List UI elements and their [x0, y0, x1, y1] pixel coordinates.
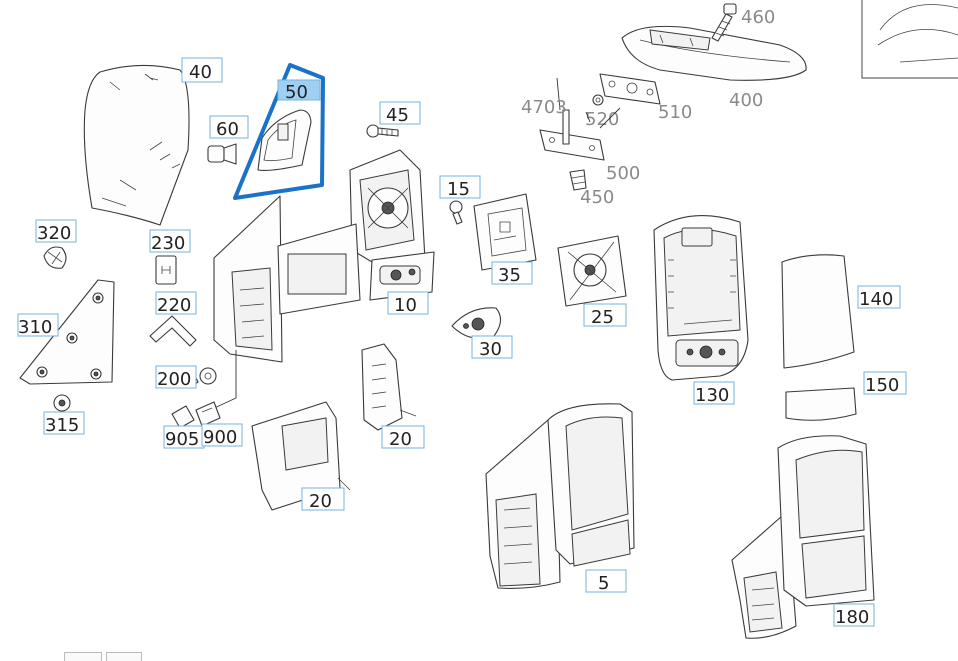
callout-60[interactable]: 60	[209, 115, 249, 140]
part-30-switch[interactable]	[451, 307, 502, 339]
svg-text:20: 20	[389, 429, 412, 450]
svg-text:40: 40	[189, 62, 212, 83]
callout-460[interactable]: 460	[741, 7, 775, 28]
svg-text:35: 35	[498, 265, 521, 286]
svg-text:450: 450	[580, 187, 614, 208]
callout-400[interactable]: 400	[729, 90, 763, 111]
part-180-assembly[interactable]	[731, 435, 875, 639]
part-510-gasket[interactable]	[599, 73, 661, 105]
part-230-connector[interactable]	[155, 255, 177, 285]
callout-315[interactable]: 315	[43, 411, 85, 436]
svg-text:180: 180	[835, 607, 869, 628]
part-315-nut[interactable]	[53, 394, 71, 412]
part-520-nut[interactable]	[592, 94, 604, 106]
callout-25[interactable]: 25	[583, 303, 627, 328]
part-5-complete-mirror[interactable]	[485, 403, 635, 589]
part-35-plate[interactable]	[473, 193, 537, 271]
part-400-mirror-base[interactable]	[621, 25, 807, 81]
svg-text:30: 30	[479, 339, 502, 360]
part-500-bracket[interactable]	[539, 77, 605, 161]
callout-320[interactable]: 320	[35, 219, 77, 244]
callout-200[interactable]: 200	[155, 365, 197, 390]
svg-text:200: 200	[157, 369, 191, 390]
callout-45[interactable]: 45	[379, 101, 421, 126]
part-140-main-glass[interactable]	[781, 254, 855, 369]
vehicle-thumbnail[interactable]	[861, 0, 958, 79]
callout-180[interactable]: 180	[833, 603, 875, 628]
part-220-seal[interactable]	[149, 315, 197, 347]
callout-140[interactable]: 140	[857, 285, 901, 310]
part-320-clip[interactable]	[43, 246, 67, 269]
callout-20-bracket[interactable]: 20	[381, 425, 425, 450]
svg-text:10: 10	[394, 295, 417, 316]
part-460-screw[interactable]	[711, 3, 737, 42]
callout-4703[interactable]: 4703	[521, 97, 567, 118]
part-10-adjust-motor[interactable]	[349, 149, 435, 301]
callout-510[interactable]: 510	[658, 102, 692, 123]
svg-text:510: 510	[658, 102, 692, 123]
callout-50-selected[interactable]: 50	[277, 79, 321, 103]
footer-tab-1[interactable]	[64, 652, 102, 661]
svg-text:320: 320	[37, 223, 71, 244]
callout-20-panel[interactable]: 20	[301, 487, 345, 512]
callout-40[interactable]: 40	[181, 57, 223, 83]
callout-900[interactable]: 900	[201, 423, 243, 448]
callout-35[interactable]: 35	[491, 261, 533, 286]
svg-text:230: 230	[151, 233, 185, 254]
svg-text:45: 45	[386, 105, 409, 126]
part-130-housing-front[interactable]	[653, 215, 749, 381]
svg-text:60: 60	[216, 119, 239, 140]
svg-text:460: 460	[741, 7, 775, 28]
svg-text:4703: 4703	[521, 97, 567, 118]
part-40-housing-cover[interactable]	[83, 64, 190, 226]
svg-text:130: 130	[695, 385, 729, 406]
svg-text:15: 15	[447, 179, 470, 200]
svg-text:905: 905	[165, 429, 199, 450]
part-150-spot-glass[interactable]	[785, 387, 857, 421]
callout-905[interactable]: 905	[163, 425, 205, 450]
part-60-bulb[interactable]	[207, 143, 237, 165]
svg-text:220: 220	[157, 295, 191, 316]
footer-tab-2[interactable]	[106, 652, 142, 661]
svg-text:900: 900	[203, 427, 237, 448]
callout-230[interactable]: 230	[149, 229, 191, 254]
svg-text:50: 50	[285, 82, 308, 103]
svg-text:500: 500	[606, 163, 640, 184]
svg-text:520: 520	[585, 109, 619, 130]
callout-5[interactable]: 5	[585, 569, 627, 594]
svg-text:25: 25	[591, 307, 614, 328]
part-905-plug[interactable]	[171, 405, 195, 429]
svg-text:315: 315	[45, 415, 79, 436]
callout-500[interactable]: 500	[606, 163, 640, 184]
svg-text:20: 20	[309, 491, 332, 512]
callout-450[interactable]: 450	[580, 187, 614, 208]
callout-30[interactable]: 30	[471, 335, 513, 360]
part-900-connector[interactable]	[195, 401, 221, 427]
part-50-mirror-glass[interactable]	[257, 109, 312, 171]
part-20-housing-upper[interactable]	[209, 195, 361, 411]
part-20-bracket[interactable]	[361, 343, 417, 431]
callout-220[interactable]: 220	[155, 291, 197, 316]
part-15-screw[interactable]	[449, 200, 463, 225]
svg-text:140: 140	[859, 289, 893, 310]
part-25-actuator[interactable]	[557, 235, 627, 307]
part-310-triangle-cover[interactable]	[19, 279, 115, 385]
callout-150[interactable]: 150	[863, 371, 907, 396]
callout-130[interactable]: 130	[693, 381, 735, 406]
svg-text:150: 150	[865, 375, 899, 396]
selected-part-outline	[233, 63, 325, 200]
callout-10[interactable]: 10	[387, 291, 429, 316]
part-450-screw[interactable]	[569, 169, 587, 191]
callout-520[interactable]: 520	[585, 109, 619, 130]
part-45-screw[interactable]	[366, 124, 399, 138]
callout-310[interactable]: 310	[17, 313, 59, 338]
svg-text:400: 400	[729, 90, 763, 111]
svg-text:310: 310	[18, 317, 52, 338]
callout-15[interactable]: 15	[439, 175, 481, 200]
svg-text:5: 5	[598, 573, 609, 594]
